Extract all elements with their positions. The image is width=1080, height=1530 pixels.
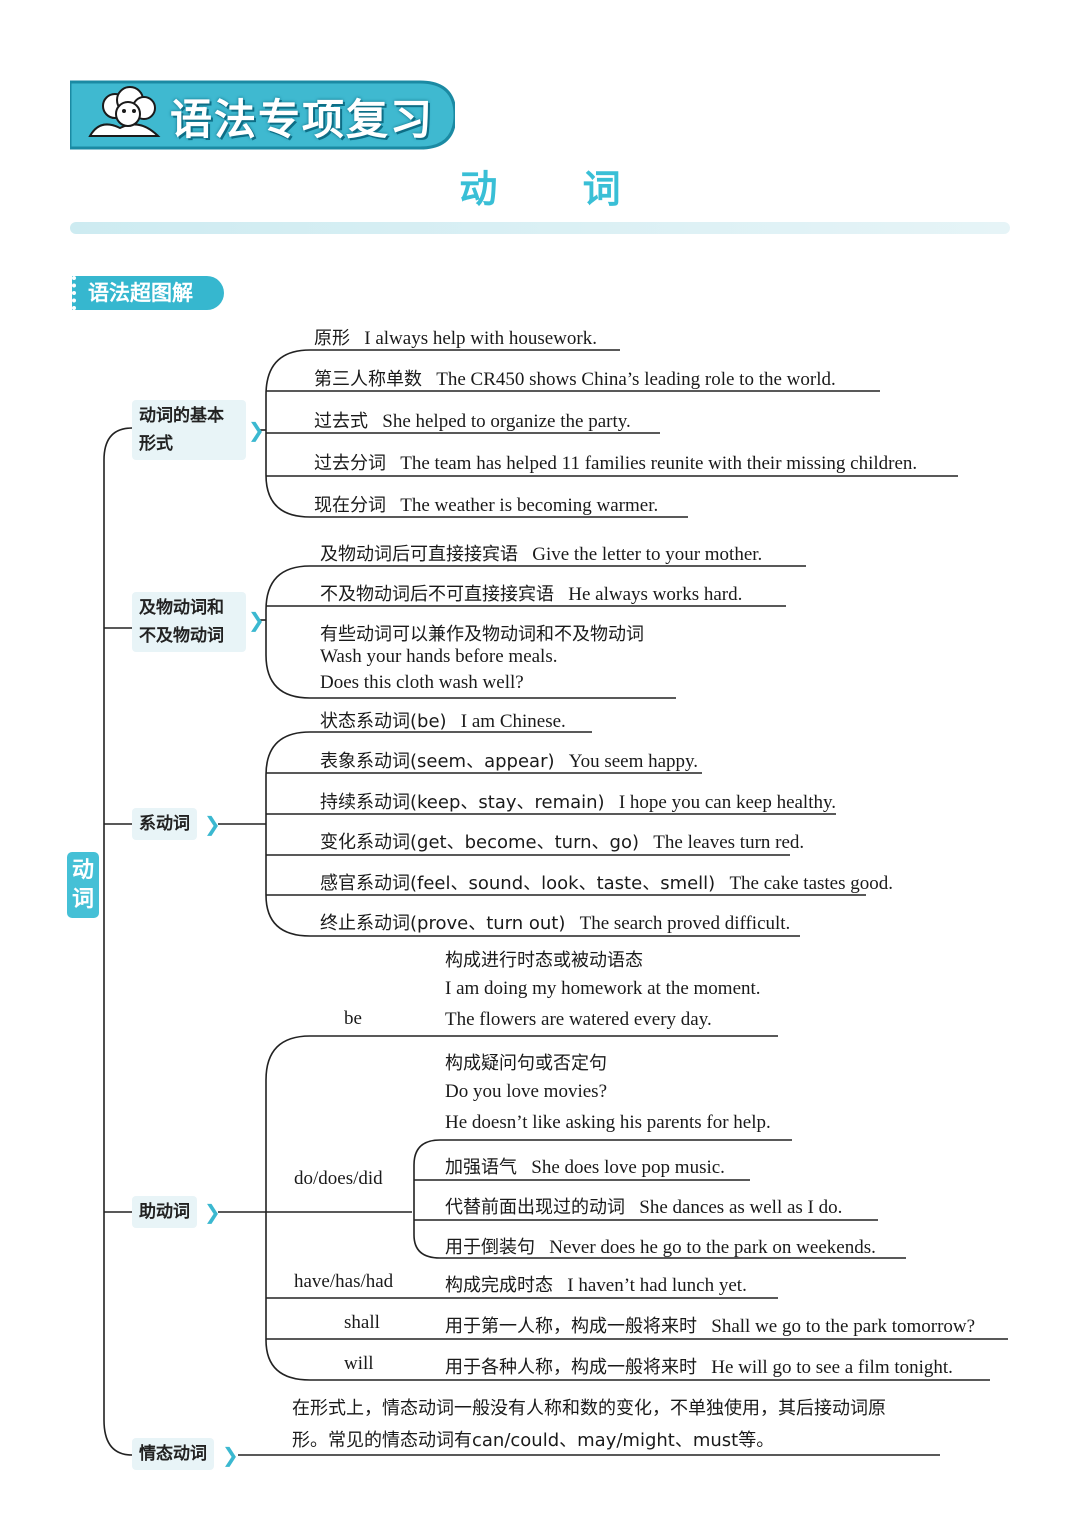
root-node: 动词 (67, 852, 99, 918)
list-item: 加强语气 She does love pop music. (445, 1157, 725, 1178)
list-item: 代替前面出现过的动词 She dances as well as I do. (445, 1197, 843, 1218)
list-item: 过去式 She helped to organize the party. (314, 411, 631, 432)
chevron-right-icon: ❯ (204, 812, 221, 836)
header-banner (70, 80, 455, 150)
section-tag: 语法超图解 (72, 276, 224, 310)
list-item: 终止系动词(prove、turn out) The search proved … (320, 913, 791, 934)
list-item: 用于第一人称，构成一般将来时 Shall we go to the park t… (445, 1316, 976, 1337)
example-sentence: Does this cloth wash well? (320, 672, 524, 693)
list-item: 现在分词 The weather is becoming warmer. (314, 495, 659, 516)
sub-label-shall: shall (344, 1312, 380, 1333)
list-item: 持续系动词(keep、stay、remain) I hope you can k… (320, 792, 837, 813)
modal-description-line: 在形式上，情态动词一般没有人称和数的变化，不单独使用，其后接动词原 (292, 1398, 886, 1419)
cloud-mascot-icon (88, 86, 161, 137)
branch-linking: 系动词 (132, 808, 197, 840)
branch-label-line: 及物动词和 (139, 598, 224, 618)
chevron-right-icon: ❯ (204, 1200, 221, 1224)
list-item: 构成完成时态 I haven’t had lunch yet. (445, 1275, 747, 1296)
branch-auxiliary: 助动词 (132, 1196, 197, 1228)
list-item: 用于倒装句 Never does he go to the park on we… (445, 1237, 876, 1258)
list-item: 构成进行时态或被动语态 (445, 950, 643, 971)
example-sentence: The flowers are watered every day. (445, 1009, 712, 1030)
branch-label-line: 形式 (139, 434, 173, 454)
banner-title: 语法专项复习 (170, 95, 435, 144)
list-item: 原形 I always help with housework. (314, 328, 597, 349)
example-sentence: I am doing my homework at the moment. (445, 978, 761, 999)
sub-label-will: will (344, 1353, 374, 1374)
example-sentence: Wash your hands before meals. (320, 646, 558, 667)
example-sentence: Do you love movies? (445, 1081, 608, 1102)
list-item: 第三人称单数 The CR450 shows China’s leading r… (314, 369, 836, 390)
modal-description-line: 形。常见的情态动词有can/could、may/might、must等。 (292, 1430, 775, 1451)
list-item: 感官系动词(feel、sound、look、taste、smell) The c… (320, 873, 894, 894)
list-item: 不及物动词后不可直接接宾语 He always works hard. (320, 584, 743, 605)
page-title: 动 词 (459, 167, 657, 211)
sub-label-be: be (344, 1008, 362, 1029)
title-divider (70, 222, 1010, 234)
list-item: 构成疑问句或否定句 (445, 1053, 607, 1074)
chevron-right-icon: ❯ (248, 418, 265, 442)
branch-transitive: 及物动词和 不及物动词 (132, 592, 246, 652)
list-item: 及物动词后可直接接宾语 Give the letter to your moth… (320, 544, 763, 565)
list-item: 有些动词可以兼作及物动词和不及物动词 (320, 624, 644, 645)
list-item: 状态系动词(be) I am Chinese. (320, 711, 566, 732)
list-item: 变化系动词(get、become、turn、go) The leaves tur… (320, 832, 805, 853)
chevron-right-icon: ❯ (222, 1443, 239, 1467)
branch-modal: 情态动词 (132, 1438, 214, 1470)
branch-basic-forms: 动词的基本 形式 (132, 400, 246, 460)
sub-label-have: have/has/had (294, 1271, 394, 1292)
branch-label-line: 不及物动词 (139, 626, 224, 646)
example-sentence: He doesn’t like asking his parents for h… (445, 1112, 771, 1133)
list-item: 用于各种人称，构成一般将来时 He will go to see a film … (445, 1357, 953, 1378)
sub-label-do: do/does/did (294, 1168, 383, 1189)
list-item: 过去分词 The team has helped 11 families reu… (314, 453, 918, 474)
chevron-right-icon: ❯ (248, 608, 265, 632)
branch-label-line: 动词的基本 (139, 406, 224, 426)
list-item: 表象系动词(seem、appear) You seem happy. (320, 751, 699, 772)
